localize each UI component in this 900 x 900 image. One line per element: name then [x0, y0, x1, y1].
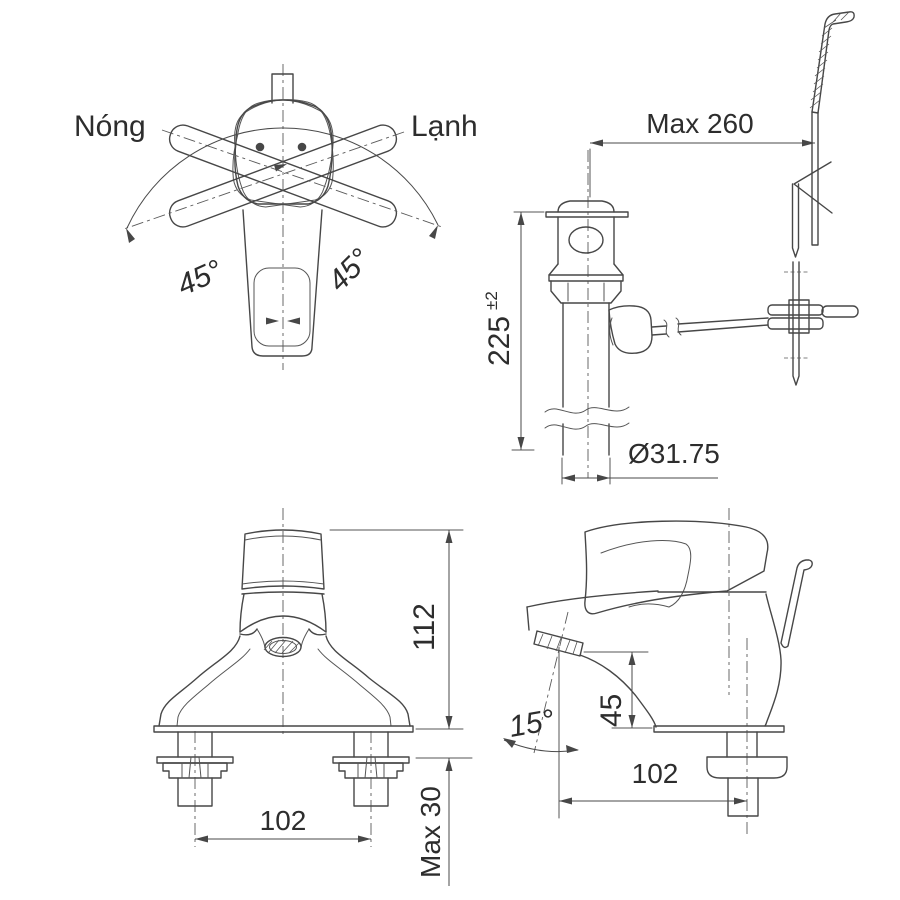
- side-view-drawing: 45 15° 102: [503, 508, 813, 835]
- mounting-shank-right: [332, 731, 410, 807]
- label-hot: Nóng: [74, 110, 146, 143]
- drain-assembly-drawing: Max 260 225: [482, 11, 859, 485]
- dim-drain-diameter: Ø31.75: [628, 438, 720, 469]
- dim-hole-spacing-front: 102: [260, 805, 307, 836]
- dim-deck-thickness: Max 30: [415, 786, 446, 878]
- handle-screw-dot: [297, 142, 307, 152]
- dim-max-reach: Max 260: [646, 108, 753, 139]
- dim-body-height: 112: [408, 603, 441, 651]
- dim-drain-height: 225: [483, 316, 516, 366]
- handle-screw-dot: [255, 142, 265, 152]
- label-cold: Lạnh: [411, 110, 478, 143]
- dim-drain-height-tolerance: ±2: [482, 291, 501, 310]
- dim-outlet-height: 45: [595, 694, 628, 727]
- dim-swing-right: 45°: [322, 243, 377, 298]
- dim-spout-angle: 15°: [506, 704, 556, 744]
- front-view-drawing: 112 Max 30 102: [153, 508, 473, 886]
- dim-swing-left: 45°: [172, 254, 227, 303]
- mounting-shank-left: [156, 731, 234, 807]
- dim-spout-reach: 102: [632, 758, 679, 789]
- top-view-drawing: Nóng Lạnh 45° 45°: [74, 64, 478, 370]
